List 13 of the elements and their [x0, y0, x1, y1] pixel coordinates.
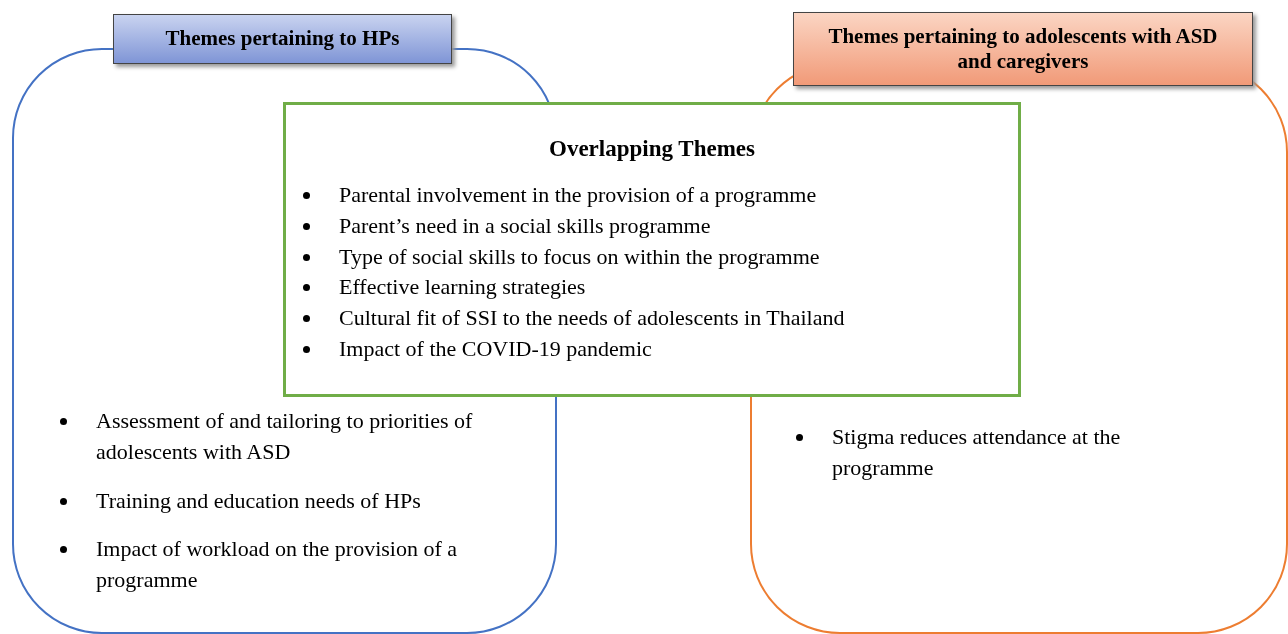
bullet-text: Stigma reduces attendance at the programme	[832, 424, 1121, 480]
bullet-text: Assessment of and tailoring to priorities of adolescents with ASD	[96, 408, 473, 464]
bullet-text: Parental involvement in the provision of a programme	[339, 182, 817, 207]
bullet-text: Impact of workload on the provision of a programme	[96, 536, 458, 593]
bullet-text: Training and education needs of HPs	[96, 487, 421, 513]
bullet-text: Impact of the COVID-19 pandemic	[339, 336, 652, 361]
bullet-text: Parent’s need in a social skills programme	[339, 212, 711, 238]
bullet-text: Effective learning strategies	[339, 274, 586, 300]
bullet-text: Type of social skills to focus on within the programme	[339, 243, 820, 269]
bullet-text: Cultural fit of SSI to the needs of adolescents in Thailand	[339, 305, 845, 331]
heading-banner: Themes pertaining to adolescents with ASD and caregivers	[793, 12, 1253, 86]
heading-banner: Themes pertaining to HPs	[113, 14, 452, 64]
heading: Overlapping Themes	[548, 136, 756, 162]
